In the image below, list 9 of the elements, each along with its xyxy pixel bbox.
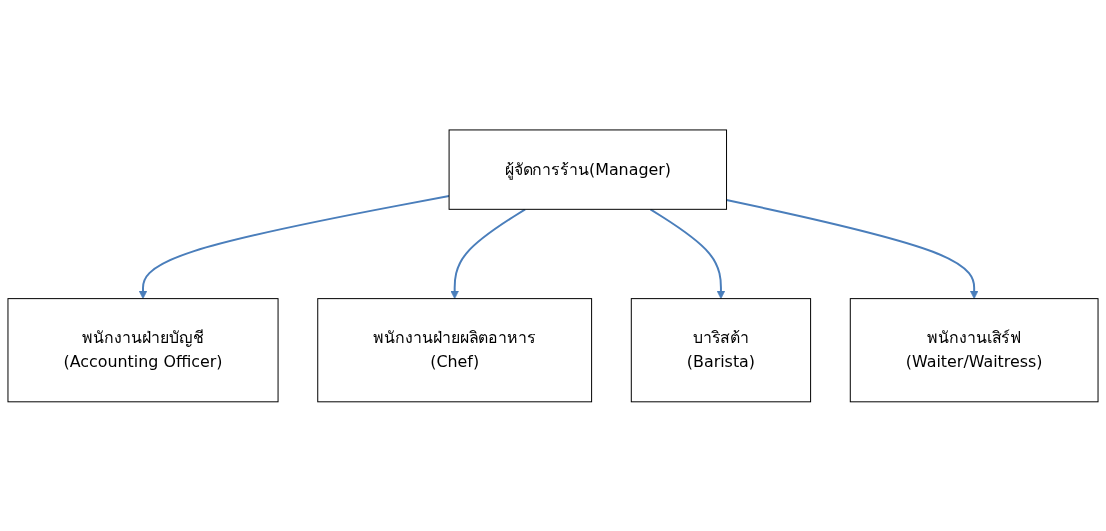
- arrow: [450, 207, 527, 299]
- node-box: พนักงานเสิร์ฟ (Waiter/Waitress): [849, 297, 1099, 402]
- node-box: พนักงานฝ่ายผลิตอาหาร (Chef): [317, 297, 593, 402]
- arrow: [725, 198, 979, 299]
- node-box: พนักงานฝ่ายบัญชี (Accounting Officer): [7, 297, 279, 402]
- node-box: บาริสต้า (Barista): [630, 297, 812, 402]
- arrow: [649, 207, 726, 299]
- arrow: [138, 194, 451, 299]
- node-box: ผู้จัดการร้าน(Manager): [448, 129, 728, 210]
